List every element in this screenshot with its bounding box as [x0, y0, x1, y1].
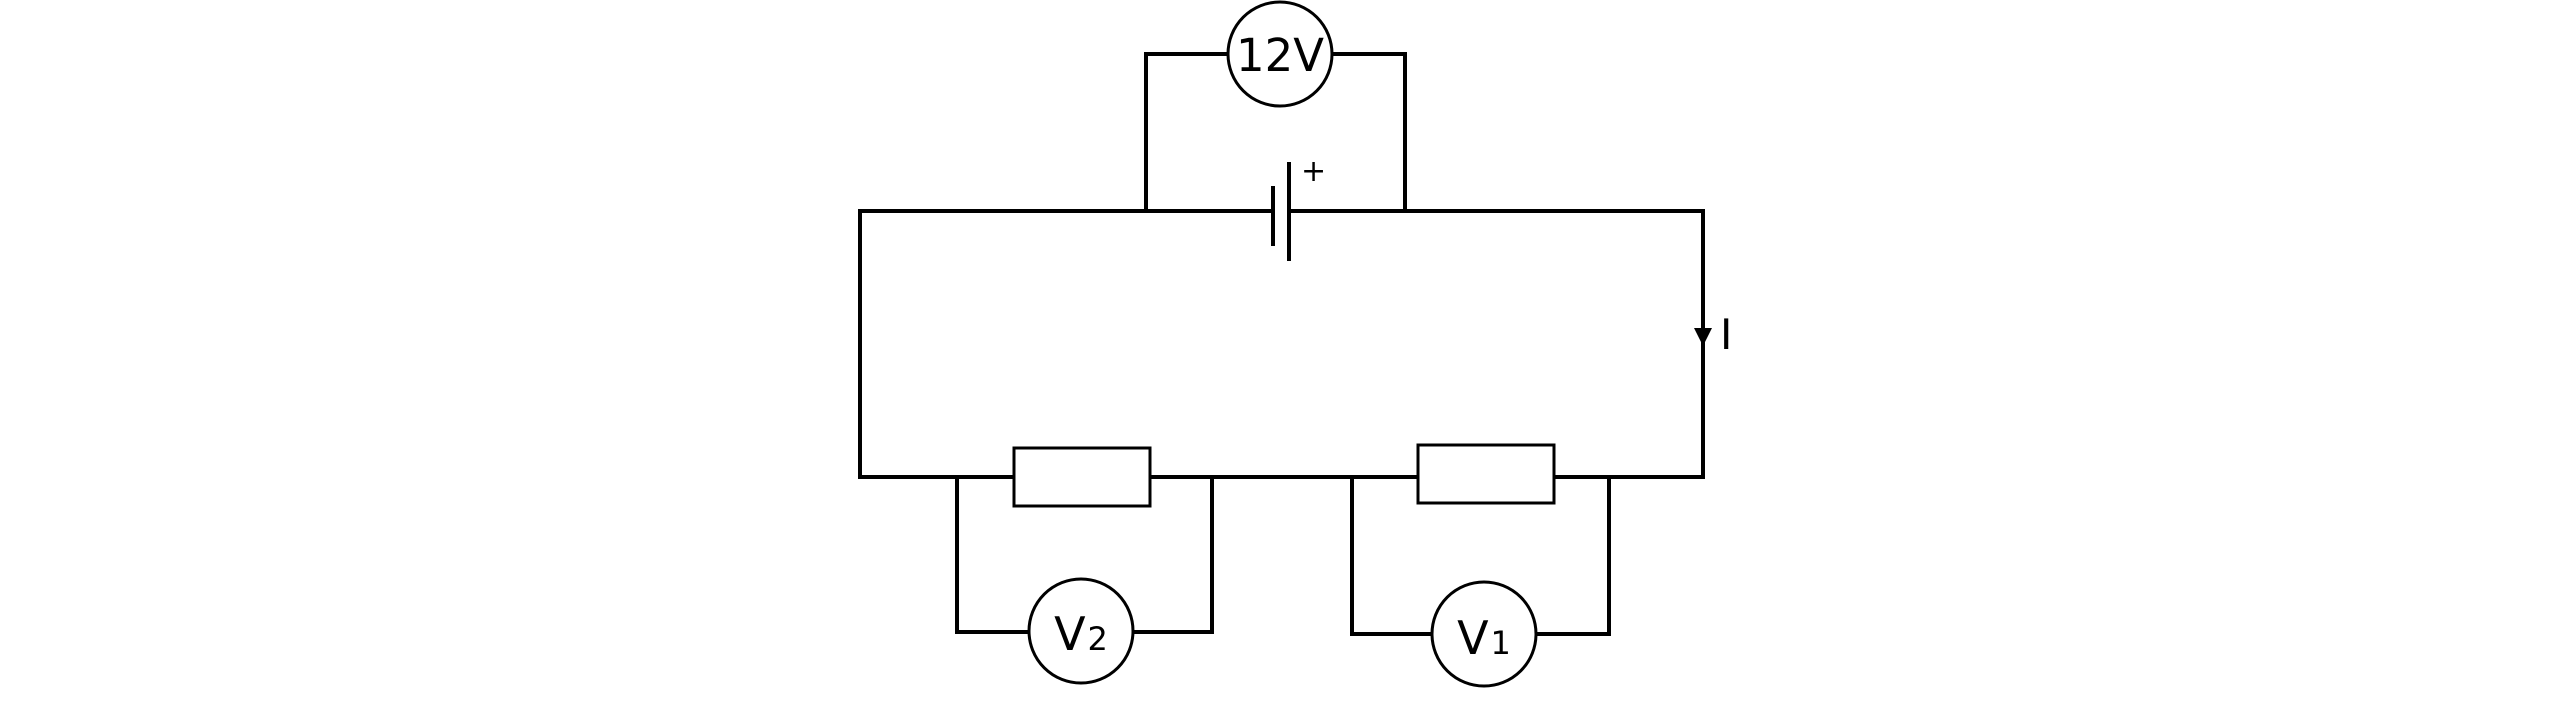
- resistor-left: [1012, 446, 1152, 508]
- v2-meter-label-main: V: [1054, 607, 1086, 661]
- v2-meter-wire: [955, 475, 1214, 634]
- source-meter-label: 12V: [1236, 29, 1324, 82]
- v2-meter-circle: [1027, 577, 1135, 685]
- source-meter-circle: [1226, 0, 1334, 108]
- main-loop-wire: [858, 209, 1705, 479]
- v1-meter-wire: [1350, 475, 1611, 636]
- battery-polarity-label: +: [1301, 154, 1326, 189]
- source-meter-wire: [1144, 52, 1407, 213]
- v1-voltmeter: V1: [1430, 580, 1538, 688]
- v2-voltmeter: V2: [1027, 577, 1135, 685]
- v1-meter-label-main: V: [1457, 611, 1489, 665]
- v1-meter-label-sub: 1: [1491, 624, 1511, 662]
- v2-meter-label: V2: [1054, 607, 1108, 661]
- resistor-right: [1416, 443, 1556, 505]
- v1-meter-circle: [1430, 580, 1538, 688]
- current-arrow-icon: [1694, 328, 1712, 346]
- v2-meter-label-sub: 2: [1088, 620, 1108, 658]
- source-voltmeter: 12V: [1226, 0, 1334, 108]
- current-label: I: [1720, 310, 1732, 359]
- v1-meter-label: V1: [1457, 611, 1511, 665]
